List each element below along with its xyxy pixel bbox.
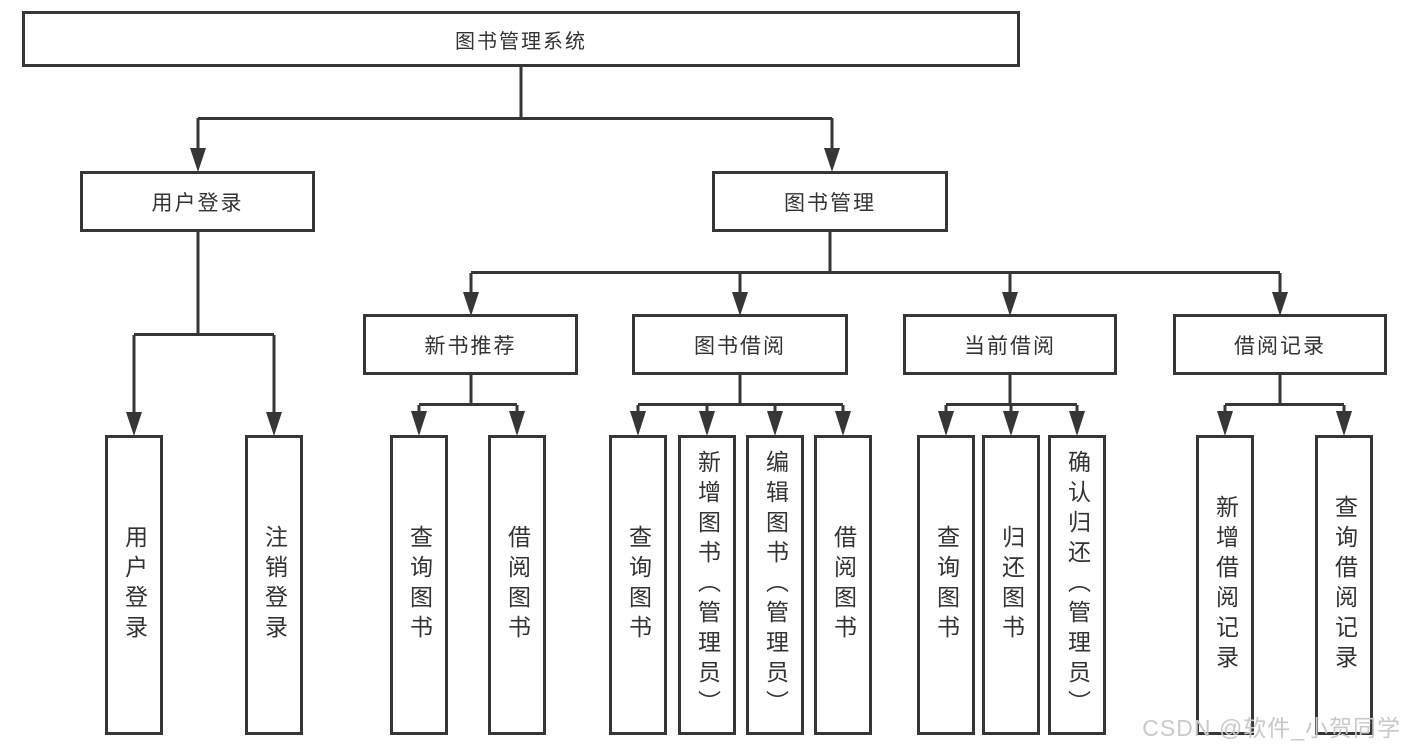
watermark: CSDN @软件_小贺同学 (1142, 715, 1401, 741)
node-current-borrow-label: 当前借阅 (964, 334, 1056, 358)
node-book-borrow: 图书借阅 (632, 314, 848, 375)
node-user-login: 用户登录 (80, 171, 315, 232)
node-borrow-records: 借阅记录 (1173, 314, 1387, 375)
leaf-confirm-return-admin: 确认归还（管理员） (1048, 435, 1106, 735)
node-new-book-recommend-label: 新书推荐 (424, 334, 517, 358)
arrowheads (126, 148, 1352, 436)
leaf-borrow-books-label: 借阅图书 (830, 525, 857, 645)
node-borrow-records-label: 借阅记录 (1234, 334, 1326, 358)
leaf-return-books: 归还图书 (982, 435, 1040, 735)
leaf-query-borrow-record: 查询借阅记录 (1315, 435, 1373, 735)
node-root: 图书管理系统 (22, 11, 1020, 67)
leaf-edit-books-admin: 编辑图书（管理员） (746, 435, 804, 735)
leaf-borrow-books-recommend-label: 借阅图书 (504, 525, 531, 645)
leaf-confirm-return-admin-label: 确认归还（管理员） (1064, 450, 1091, 720)
leaf-query-borrow-record-label: 查询借阅记录 (1331, 495, 1358, 675)
leaf-borrow-books-recommend: 借阅图书 (488, 435, 546, 735)
node-new-book-recommend: 新书推荐 (363, 314, 578, 375)
leaf-add-books-admin: 新增图书（管理员） (678, 435, 736, 735)
node-user-login-label: 用户登录 (151, 191, 244, 215)
leaf-return-books-label: 归还图书 (998, 525, 1025, 645)
leaf-query-books-borrow-label: 查询图书 (625, 525, 652, 645)
leaf-query-books-current: 查询图书 (917, 435, 975, 735)
leaf-add-books-admin-label: 新增图书（管理员） (694, 450, 721, 720)
leaf-query-books-recommend-label: 查询图书 (406, 525, 433, 645)
leaf-user-login: 用户登录 (105, 435, 163, 735)
leaf-user-login-label: 用户登录 (121, 525, 148, 645)
leaf-logout-label: 注销登录 (261, 525, 288, 645)
leaf-query-books-current-label: 查询图书 (933, 525, 960, 645)
leaf-edit-books-admin-label: 编辑图书（管理员） (762, 450, 789, 720)
node-book-management-label: 图书管理 (784, 191, 876, 215)
node-current-borrow: 当前借阅 (903, 314, 1117, 375)
node-book-management: 图书管理 (712, 171, 948, 232)
leaf-borrow-books: 借阅图书 (814, 435, 872, 735)
node-root-label: 图书管理系统 (455, 30, 587, 53)
leaf-query-books-borrow: 查询图书 (609, 435, 667, 735)
leaf-query-books-recommend: 查询图书 (390, 435, 448, 735)
leaf-logout: 注销登录 (245, 435, 303, 735)
leaf-add-borrow-record: 新增借阅记录 (1196, 435, 1254, 735)
leaf-add-borrow-record-label: 新增借阅记录 (1212, 495, 1239, 675)
node-book-borrow-label: 图书借阅 (694, 334, 786, 358)
